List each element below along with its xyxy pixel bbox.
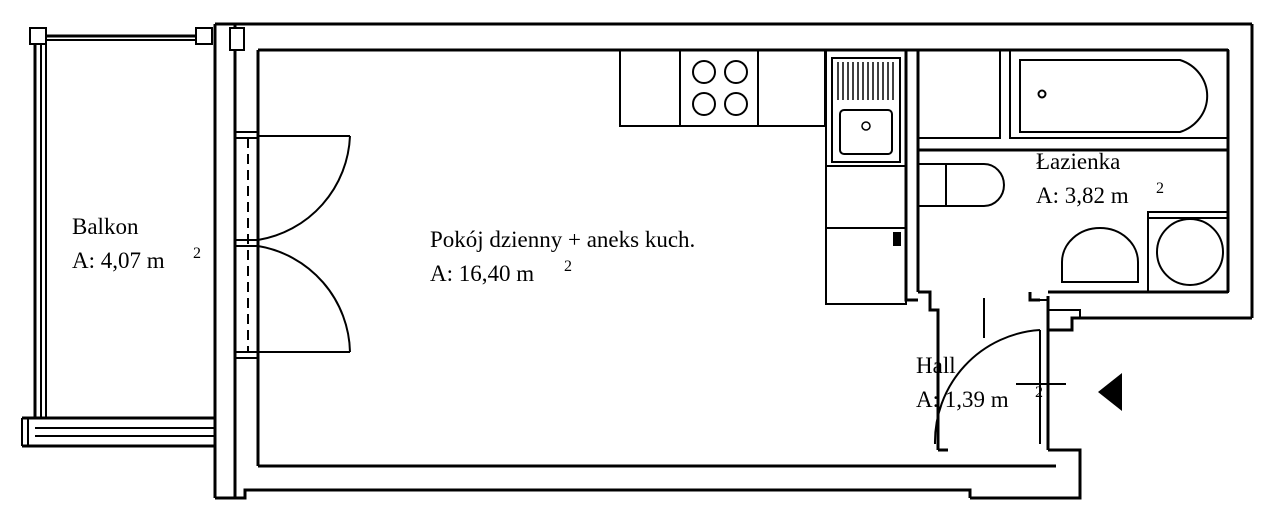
room-area-hall: A: 1,39 m bbox=[916, 387, 1009, 412]
exterior-walls bbox=[213, 22, 1254, 500]
room-name-lazienka: Łazienka bbox=[1036, 149, 1120, 174]
entry-door bbox=[933, 329, 1066, 445]
kitchen-sink-column bbox=[825, 49, 907, 305]
room-area-sup-lazienka: 2 bbox=[1156, 180, 1164, 197]
room-area-pokoj: A: 16,40 m bbox=[430, 261, 534, 286]
room-area-lazienka: A: 3,82 m bbox=[1036, 183, 1129, 208]
washbasin bbox=[1061, 227, 1139, 283]
room-area-balkon: A: 4,07 m bbox=[72, 248, 165, 273]
room-name-pokoj: Pokój dzienny + aneks kuch. bbox=[430, 227, 695, 252]
room-area-sup-pokoj: 2 bbox=[564, 258, 572, 275]
toilet bbox=[917, 163, 1005, 207]
room-area-sup-balkon: 2 bbox=[193, 245, 201, 262]
label-lazienka: Łazienka A: 3,82 m 2 bbox=[1036, 149, 1164, 208]
balcony bbox=[21, 27, 245, 448]
bathroom-walls bbox=[904, 49, 1228, 452]
entrance-arrow-icon bbox=[1098, 373, 1122, 411]
bathroom-door bbox=[1030, 299, 1081, 318]
washing-machine bbox=[1147, 211, 1229, 293]
room-name-hall: Hall bbox=[916, 353, 956, 378]
balcony-door bbox=[235, 131, 351, 359]
label-pokoj: Pokój dzienny + aneks kuch. A: 16,40 m 2 bbox=[430, 227, 695, 286]
label-balkon: Balkon A: 4,07 m 2 bbox=[72, 214, 201, 273]
label-hall: Hall A: 1,39 m 2 bbox=[916, 353, 1043, 412]
bathtub bbox=[1009, 49, 1229, 139]
room-area-sup-hall: 2 bbox=[1035, 384, 1043, 401]
kitchen-counter bbox=[619, 49, 826, 127]
room-name-balkon: Balkon bbox=[72, 214, 139, 239]
